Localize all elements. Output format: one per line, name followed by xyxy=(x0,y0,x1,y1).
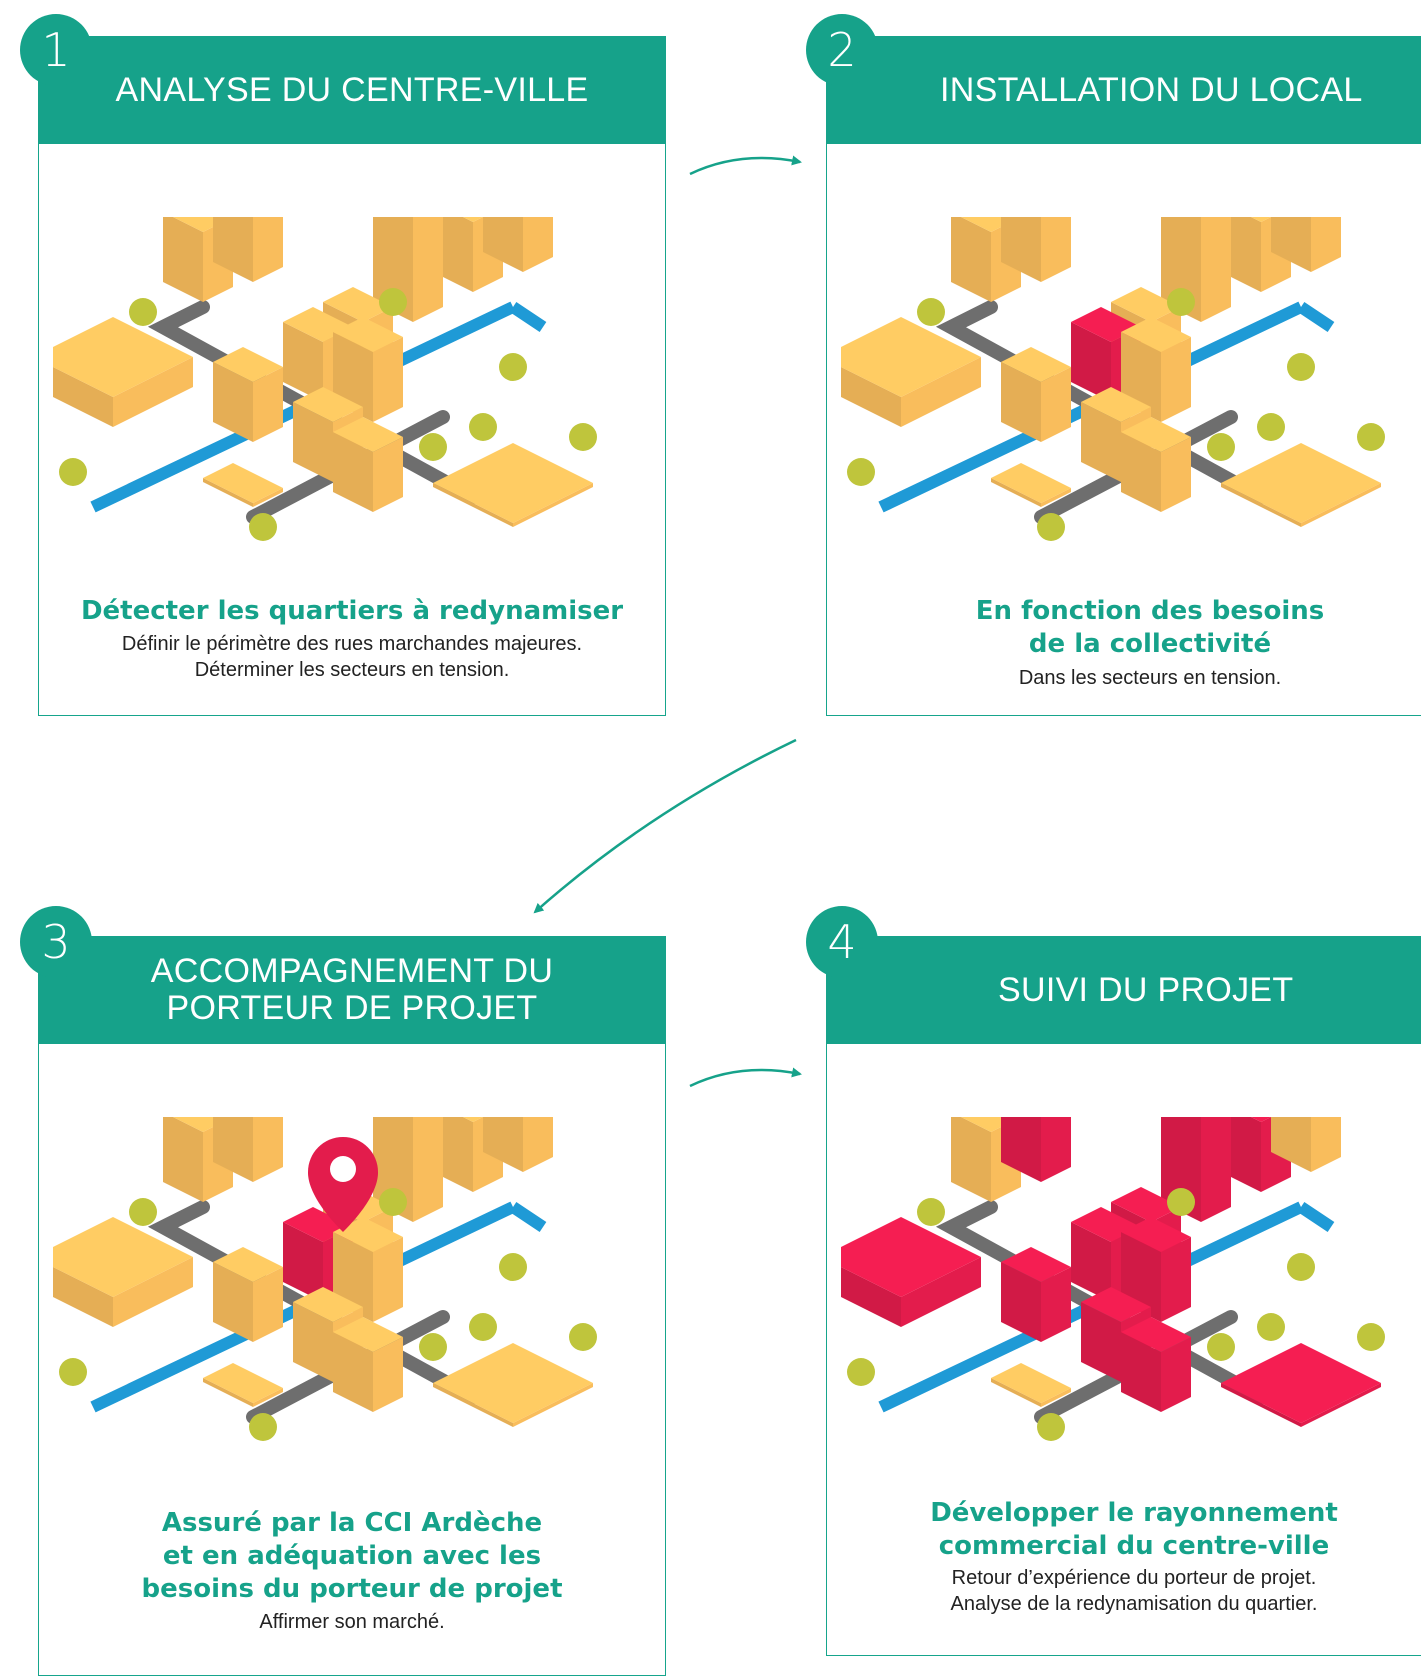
plot xyxy=(1221,1343,1381,1427)
plot xyxy=(203,463,283,507)
city-map-icon xyxy=(841,217,1385,541)
building xyxy=(1001,217,1071,282)
building xyxy=(53,1217,193,1327)
tree-icon xyxy=(917,298,945,326)
building xyxy=(53,317,193,427)
building xyxy=(333,1317,403,1412)
tree-icon xyxy=(129,298,157,326)
river xyxy=(1297,1202,1335,1232)
building xyxy=(1121,417,1191,512)
step-description: Dans les secteurs en tension. xyxy=(1018,667,1282,689)
location-pin-icon xyxy=(308,1137,378,1232)
tree-icon xyxy=(379,1188,407,1216)
building xyxy=(1121,1317,1191,1412)
step-title: SUIVI DU PROJET xyxy=(826,936,1421,1044)
plot xyxy=(1221,443,1381,527)
building xyxy=(213,1117,283,1182)
step-number-badge: 2 xyxy=(806,14,878,86)
tree-icon xyxy=(1257,1313,1285,1341)
building xyxy=(213,347,283,442)
building xyxy=(1001,1117,1071,1182)
city-map-pin-icon xyxy=(53,1117,597,1441)
step-title: ANALYSE DU CENTRE-VILLE xyxy=(38,36,666,144)
step-number-badge: 1 xyxy=(20,14,92,86)
step-number-badge: 3 xyxy=(20,906,92,978)
river xyxy=(509,1202,547,1232)
tree-icon xyxy=(499,1253,527,1281)
tree-icon xyxy=(1357,423,1385,451)
tree-icon xyxy=(1207,1333,1235,1361)
tree-icon xyxy=(419,433,447,461)
tree-icon xyxy=(469,413,497,441)
tree-icon xyxy=(1287,353,1315,381)
step-card-1: ANALYSE DU CENTRE-VILLE Détecter les qua… xyxy=(38,36,666,716)
step-card-4: SUIVI DU PROJET Développer le rayonnemen… xyxy=(826,936,1421,1656)
tree-icon xyxy=(129,1198,157,1226)
tree-icon xyxy=(1257,413,1285,441)
step-title: INSTALLATION DU LOCAL xyxy=(826,36,1421,144)
step-description: Affirmer son marché. xyxy=(259,1611,445,1633)
tree-icon xyxy=(249,1413,277,1441)
tree-icon xyxy=(59,1358,87,1386)
river xyxy=(509,302,547,332)
tree-icon xyxy=(1207,433,1235,461)
tree-icon xyxy=(917,1198,945,1226)
step-card-2: INSTALLATION DU LOCAL En fonction des be… xyxy=(826,36,1421,716)
plot xyxy=(991,463,1071,507)
tree-icon xyxy=(499,353,527,381)
tree-icon xyxy=(847,1358,875,1386)
building xyxy=(213,217,283,282)
building xyxy=(483,1117,553,1172)
tree-icon xyxy=(1167,1188,1195,1216)
tree-icon xyxy=(469,1313,497,1341)
building xyxy=(333,417,403,512)
building xyxy=(1271,217,1341,272)
building xyxy=(1001,347,1071,442)
step-description: Retour d’expérience du porteur de projet… xyxy=(950,1567,1318,1615)
tree-icon xyxy=(1287,1253,1315,1281)
plot xyxy=(433,1343,593,1427)
step-subtitle: Détecter les quartiers à redynamiser xyxy=(80,596,624,626)
tree-icon xyxy=(569,1323,597,1351)
building xyxy=(483,217,553,272)
plot xyxy=(433,443,593,527)
step-number-badge: 4 xyxy=(806,906,878,978)
river xyxy=(1297,302,1335,332)
city-map-icon xyxy=(841,1117,1385,1441)
tree-icon xyxy=(249,513,277,541)
tree-icon xyxy=(1037,1413,1065,1441)
building xyxy=(841,1217,981,1327)
tree-icon xyxy=(59,458,87,486)
tree-icon xyxy=(1037,513,1065,541)
building xyxy=(1271,1117,1341,1172)
tree-icon xyxy=(1357,1323,1385,1351)
tree-icon xyxy=(379,288,407,316)
plot xyxy=(991,1363,1071,1407)
building xyxy=(1001,1247,1071,1342)
building xyxy=(841,317,981,427)
city-map-icon xyxy=(53,217,597,541)
tree-icon xyxy=(847,458,875,486)
building xyxy=(213,1247,283,1342)
plot xyxy=(203,1363,283,1407)
tree-icon xyxy=(1167,288,1195,316)
tree-icon xyxy=(569,423,597,451)
step-description: Définir le périmètre des rues marchandes… xyxy=(121,633,583,681)
tree-icon xyxy=(419,1333,447,1361)
